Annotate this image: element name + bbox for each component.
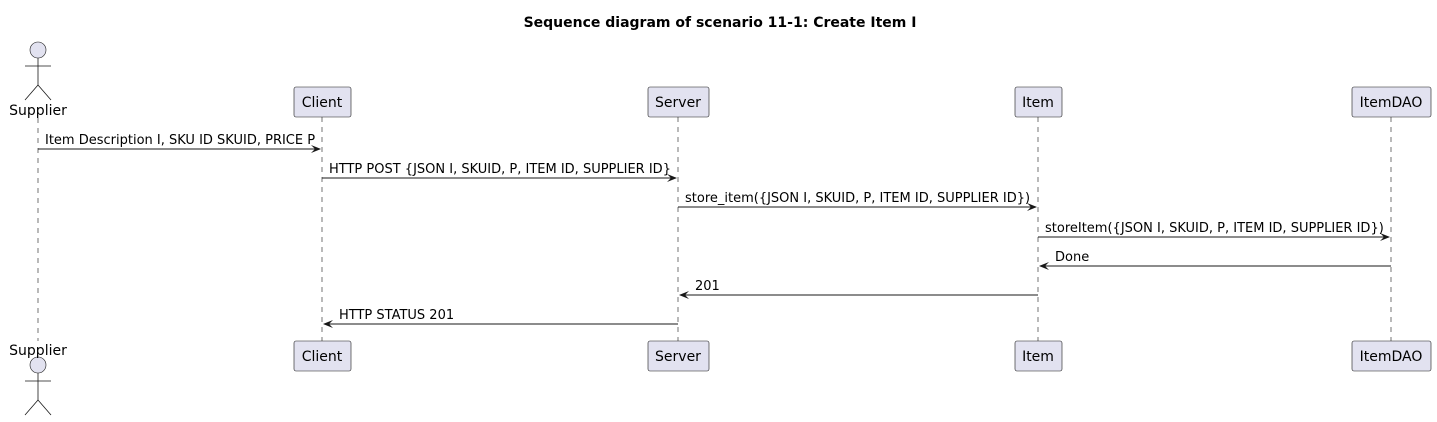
- message-4: storeItem({JSON I, SKUID, P, ITEM ID, SU…: [1038, 221, 1390, 241]
- participant-itemdao-bottom: ItemDAO: [1351, 340, 1432, 372]
- arrowhead-icon: [1380, 233, 1390, 241]
- participant-label: Client: [302, 95, 343, 111]
- participant-label: ItemDAO: [1360, 349, 1423, 365]
- participant-item-top: Item: [1014, 86, 1063, 118]
- participant-label: Server: [655, 95, 701, 111]
- actor-icon: [24, 356, 52, 416]
- participant-label: Server: [655, 349, 701, 365]
- participants-bottom: Supplier Client Server Item ItemDAO: [9, 340, 1432, 416]
- participant-box: [1014, 86, 1063, 118]
- actor-icon: [24, 41, 52, 101]
- participant-server-bottom: Server: [647, 340, 710, 372]
- arrowhead-icon: [1027, 203, 1037, 211]
- message-label: store_item({JSON I, SKUID, P, ITEM ID, S…: [685, 191, 1030, 206]
- message-label: 201: [695, 279, 720, 294]
- arrowhead-icon: [1039, 262, 1049, 270]
- participants-top: Supplier Client Server Item ItemDAO: [9, 41, 1432, 119]
- participant-supplier-bottom: Supplier: [9, 343, 67, 416]
- participant-label: Supplier: [9, 343, 67, 359]
- message-label: HTTP POST {JSON I, SKUID, P, ITEM ID, SU…: [329, 162, 671, 177]
- participant-box: [293, 340, 352, 372]
- message-label: HTTP STATUS 201: [339, 308, 454, 323]
- message-7: HTTP STATUS 201: [323, 308, 678, 328]
- message-label: Item Description I, SKU ID SKUID, PRICE …: [45, 133, 315, 148]
- participant-box: [647, 340, 710, 372]
- participant-box: [1351, 86, 1432, 118]
- arrowhead-icon: [311, 145, 321, 153]
- lifelines: [37, 117, 1392, 341]
- arrowhead-icon: [679, 291, 689, 299]
- arrowhead-icon: [667, 174, 677, 182]
- participant-item-bottom: Item: [1014, 340, 1063, 372]
- message-3: store_item({JSON I, SKUID, P, ITEM ID, S…: [678, 191, 1037, 211]
- participant-label: Supplier: [9, 103, 67, 119]
- participant-label: ItemDAO: [1360, 95, 1423, 111]
- participant-server-top: Server: [647, 86, 710, 118]
- message-5: Done: [1039, 250, 1391, 270]
- message-6: 201: [679, 279, 1038, 299]
- messages: Item Description I, SKU ID SKUID, PRICE …: [38, 133, 1391, 328]
- participant-itemdao-top: ItemDAO: [1351, 86, 1432, 118]
- message-1: Item Description I, SKU ID SKUID, PRICE …: [38, 133, 321, 153]
- participant-label: Item: [1022, 95, 1054, 111]
- participant-box: [293, 86, 352, 118]
- message-label: storeItem({JSON I, SKUID, P, ITEM ID, SU…: [1045, 221, 1384, 236]
- participant-client-top: Client: [293, 86, 352, 118]
- participant-label: Item: [1022, 349, 1054, 365]
- participant-box: [1014, 340, 1063, 372]
- participant-client-bottom: Client: [293, 340, 352, 372]
- participant-box: [647, 86, 710, 118]
- participant-supplier-top: Supplier: [9, 41, 67, 119]
- participant-box: [1351, 340, 1432, 372]
- message-label: Done: [1055, 250, 1089, 265]
- message-2: HTTP POST {JSON I, SKUID, P, ITEM ID, SU…: [322, 162, 677, 182]
- participant-label: Client: [302, 349, 343, 365]
- arrowhead-icon: [323, 320, 333, 328]
- diagram-title: Sequence diagram of scenario 11-1: Creat…: [524, 15, 917, 31]
